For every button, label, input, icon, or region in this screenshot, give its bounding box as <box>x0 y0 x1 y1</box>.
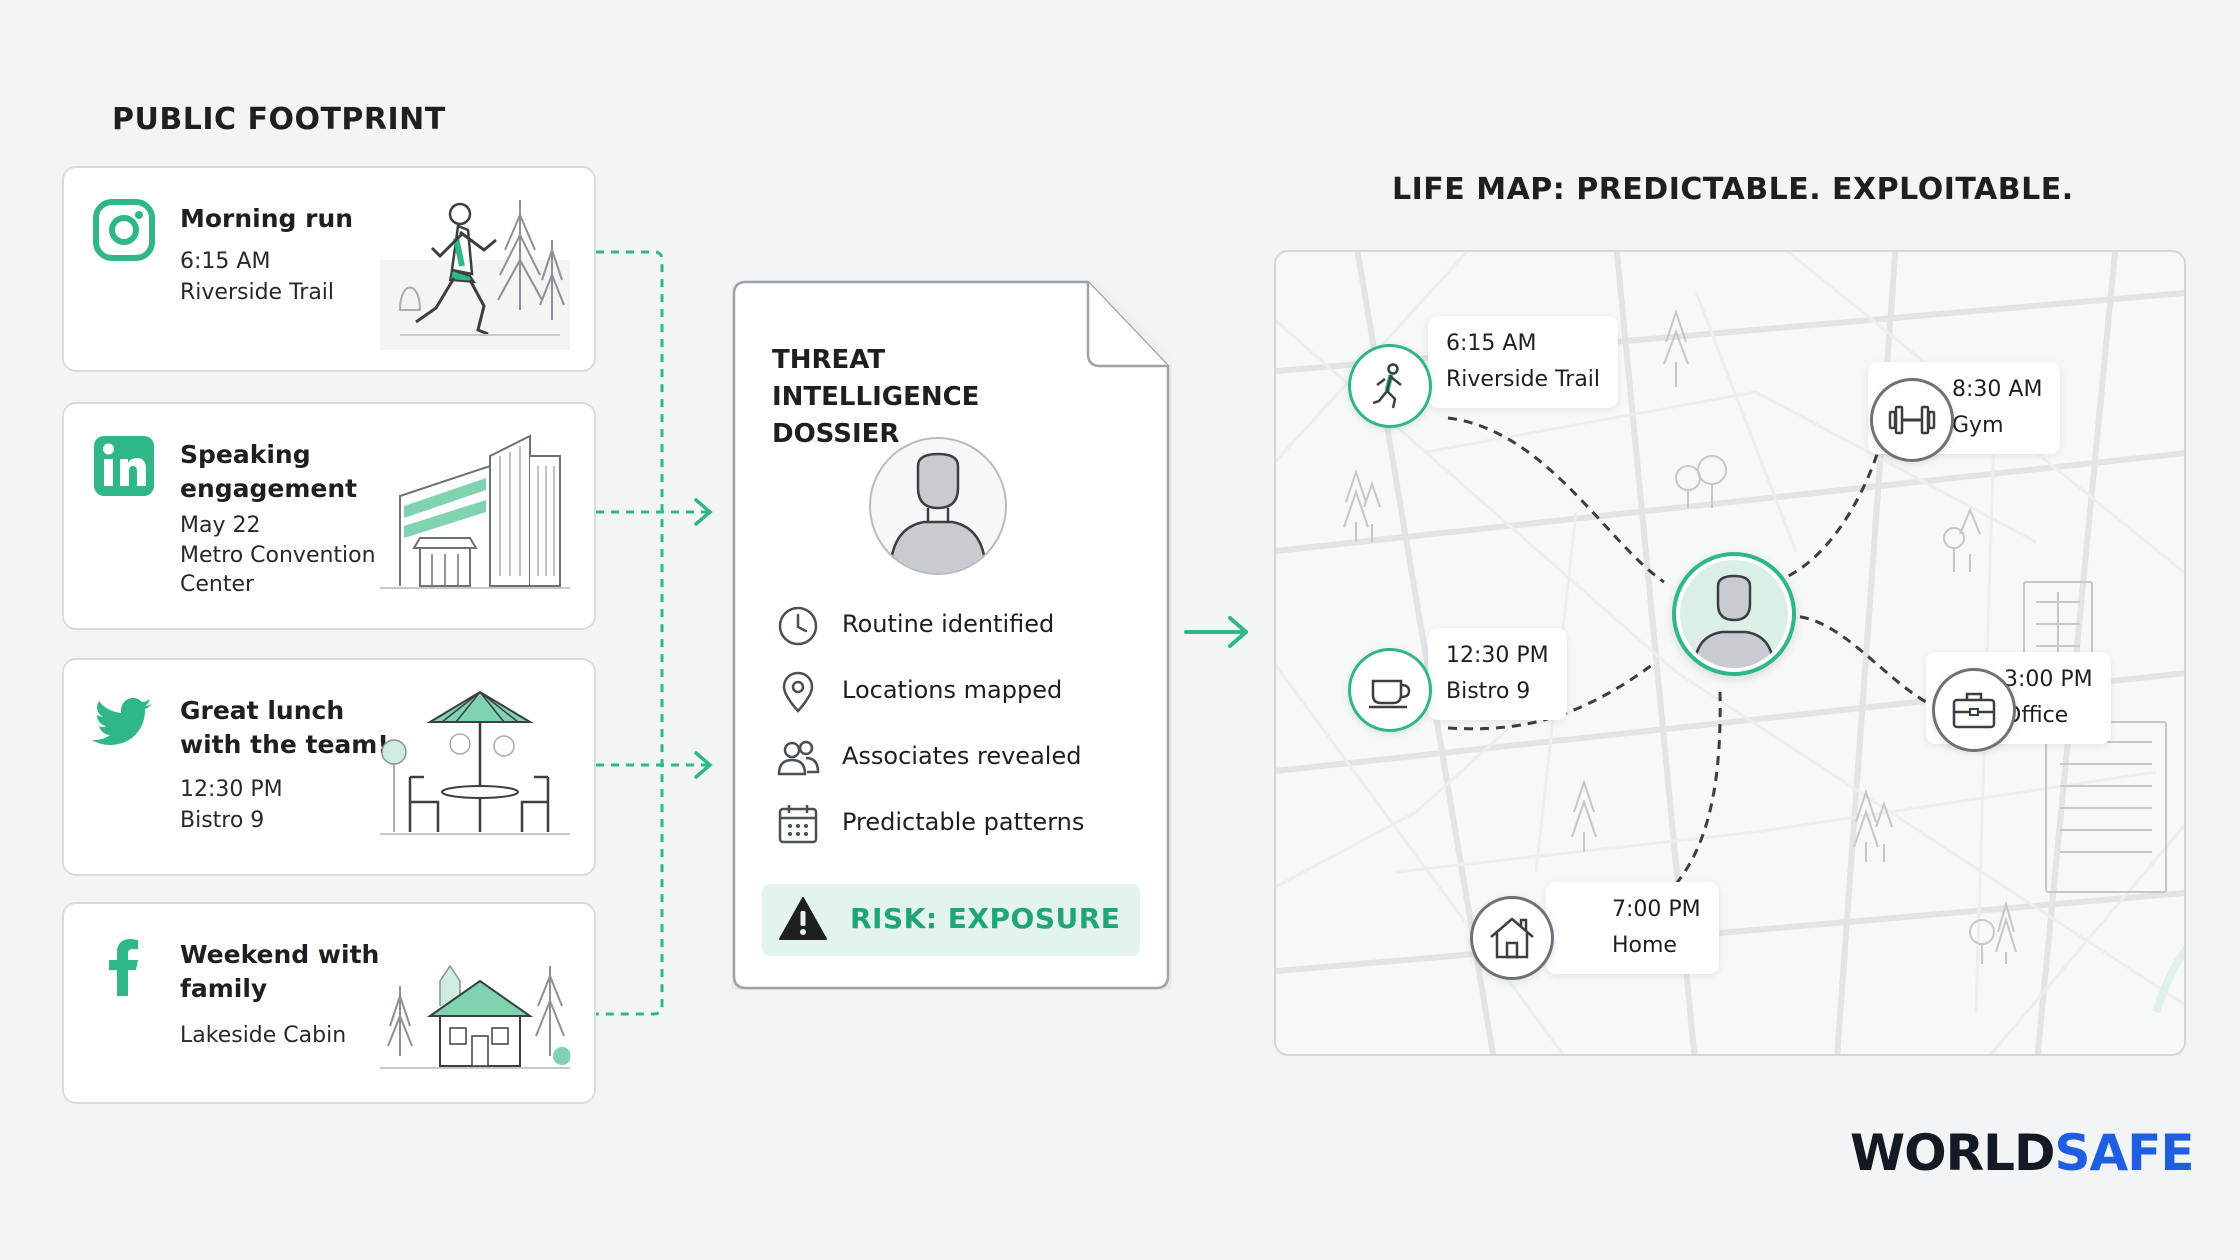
map-pin-office[interactable] <box>1932 668 2016 752</box>
map-pin-home[interactable] <box>1470 896 1554 980</box>
pin-time: 6:15 AM <box>1446 331 1537 356</box>
pin-time: 3:00 PM <box>2004 667 2093 692</box>
convention-building-illustration <box>380 434 570 589</box>
map-pin-gym[interactable] <box>1870 378 1954 462</box>
clock-icon <box>778 606 818 646</box>
home-icon <box>1490 917 1534 959</box>
linkedin-icon <box>94 436 154 496</box>
facebook-icon <box>109 939 138 996</box>
logo-part-safe: SAFE <box>2054 1124 2195 1182</box>
dossier-item-label: Associates revealed <box>842 742 1082 770</box>
dossier-to-map-arrow <box>1184 616 1248 648</box>
card-headline-line1: Great lunch <box>180 696 345 725</box>
public-footprint-title: PUBLIC FOOTPRINT <box>112 102 446 137</box>
card-time: 12:30 PM <box>180 777 283 802</box>
avatar <box>869 437 1007 575</box>
lakeside-cabin-illustration <box>380 964 570 1069</box>
card-location: Riverside Trail <box>180 280 335 305</box>
dossier-item-routine: Routine identified <box>776 604 1136 648</box>
card-headline: Morning run <box>180 204 354 233</box>
runner-illustration <box>380 200 570 350</box>
card-location: Bistro 9 <box>180 808 265 833</box>
card-text: Weekend with family Lakeside Cabin <box>180 938 450 1051</box>
logo-part-world: WORLD <box>1850 1124 2056 1182</box>
card-time: 6:15 AM <box>180 249 271 274</box>
pin-place: Riverside Trail <box>1446 367 1601 392</box>
dossier-item-patterns: Predictable patterns <box>776 802 1136 846</box>
dossier-item-label: Locations mapped <box>842 676 1063 704</box>
cafe-table-illustration <box>380 690 570 835</box>
dossier-item-label: Predictable patterns <box>842 808 1085 836</box>
map-pin-bistro[interactable] <box>1348 648 1432 732</box>
map-pin-riverside[interactable] <box>1348 344 1432 428</box>
card-headline-line1: Speaking <box>180 440 311 469</box>
card-text: Speaking engagement May 22 Metro Convent… <box>180 438 450 599</box>
footprint-card-great-lunch: Great lunch with the team! 12:30 PM Bist… <box>62 658 596 876</box>
dossier-item-label: Routine identified <box>842 610 1055 638</box>
footprint-card-speaking-engagement: Speaking engagement May 22 Metro Convent… <box>62 402 596 630</box>
pin-place: Bistro 9 <box>1446 679 1531 704</box>
people-icon <box>777 740 820 776</box>
card-text: Great lunch with the team! 12:30 PM Bist… <box>180 694 450 836</box>
risk-exposure-badge: RISK: EXPOSURE <box>762 884 1140 956</box>
card-location-line2: Center <box>180 572 255 597</box>
life-map: 6:15 AM Riverside Trail 8:30 AM Gym 12:3… <box>1274 250 2186 1056</box>
worldsafe-logo: WORLDSAFE <box>1850 1124 2195 1182</box>
footprint-card-weekend-family: Weekend with family Lakeside Cabin <box>62 902 596 1104</box>
dossier-title: THREAT INTELLIGENCE DOSSIER <box>772 342 1092 453</box>
map-pin-label-riverside: 6:15 AM Riverside Trail <box>1428 316 1619 408</box>
calendar-icon <box>778 805 818 844</box>
location-pin-icon <box>782 671 814 713</box>
coffee-cup-icon <box>1369 679 1411 709</box>
footprint-card-morning-run: Morning run 6:15 AM Riverside Trail <box>62 166 596 372</box>
runner-icon <box>1372 363 1402 409</box>
twitter-icon <box>92 698 152 745</box>
card-headline-line2: engagement <box>180 474 358 503</box>
person-icon <box>1680 560 1788 668</box>
map-pin-label-home: 7:00 PM Home <box>1546 882 1719 974</box>
dossier-title-line1: THREAT INTELLIGENCE <box>772 345 980 412</box>
pin-place: Home <box>1612 933 1677 958</box>
card-location: Lakeside Cabin <box>180 1023 347 1048</box>
warning-icon <box>779 897 827 940</box>
footprint-connectors <box>596 250 713 1016</box>
briefcase-icon <box>1952 692 1996 729</box>
dossier-item-associates: Associates revealed <box>776 736 1136 780</box>
pin-time: 12:30 PM <box>1446 643 1549 668</box>
life-map-title: LIFE MAP: PREDICTABLE. EXPLOITABLE. <box>1392 172 2074 207</box>
dossier-title-line2: DOSSIER <box>772 419 900 449</box>
card-date: May 22 <box>180 513 261 538</box>
card-headline-line1: Weekend with <box>180 940 380 969</box>
dossier-item-locations: Locations mapped <box>776 670 1136 714</box>
pin-time: 8:30 AM <box>1952 377 2043 402</box>
pin-place: Gym <box>1952 413 2004 438</box>
dumbbell-icon <box>1888 405 1936 435</box>
card-location-line1: Metro Convention <box>180 543 376 568</box>
pin-time: 7:00 PM <box>1612 897 1701 922</box>
instagram-icon <box>93 199 155 261</box>
card-headline-line2: family <box>180 974 268 1003</box>
map-pin-label-bistro: 12:30 PM Bistro 9 <box>1428 628 1567 720</box>
risk-label: RISK: EXPOSURE <box>850 902 1121 935</box>
map-center-avatar <box>1672 552 1796 676</box>
dossier-document <box>732 280 1170 990</box>
card-headline-line2: with the team! <box>180 730 389 759</box>
card-text: Morning run 6:15 AM Riverside Trail <box>180 202 450 308</box>
